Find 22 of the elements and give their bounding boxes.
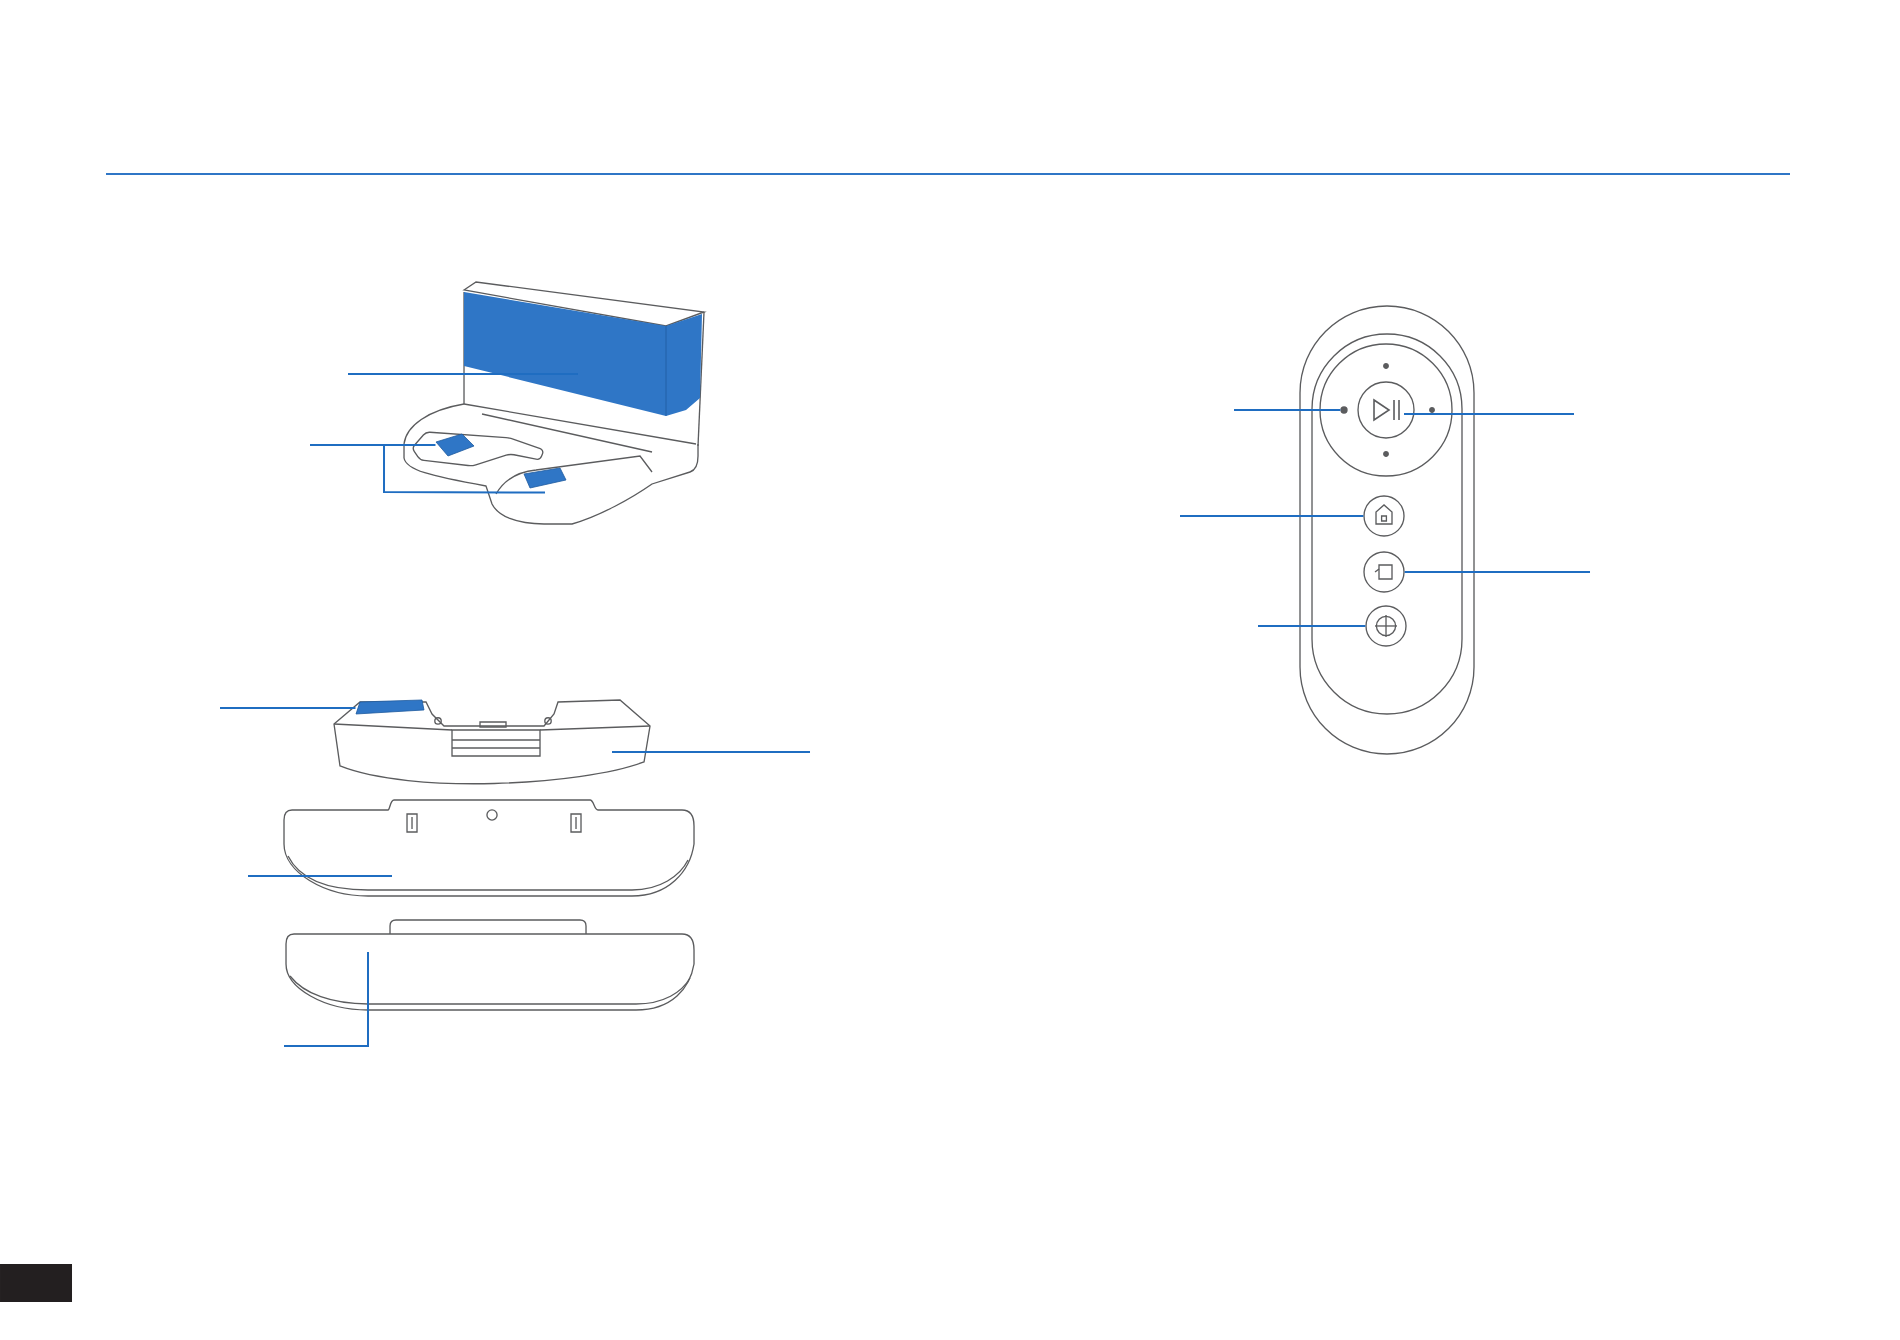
home-button xyxy=(1363,495,1405,537)
leader-line xyxy=(347,373,579,375)
charging-contacts xyxy=(355,699,425,715)
leader-line xyxy=(611,751,811,753)
leader-line xyxy=(247,875,393,877)
indicator-panel xyxy=(464,292,702,417)
leader-line xyxy=(219,707,357,709)
base-plate xyxy=(283,799,695,897)
leader-line xyxy=(283,951,369,1047)
square-button xyxy=(1363,551,1405,593)
leader-line xyxy=(309,444,546,494)
leader-line xyxy=(1179,515,1365,517)
bottom-cover xyxy=(285,919,695,1011)
leader-line xyxy=(1403,413,1575,415)
crosshair-button xyxy=(1365,605,1407,647)
dock-body xyxy=(333,699,651,785)
leader-line xyxy=(1403,571,1591,573)
charging-contact xyxy=(435,433,475,457)
charging-contact xyxy=(523,467,567,489)
play-pause-button xyxy=(1357,381,1415,439)
leader-line xyxy=(1257,625,1367,627)
leader-line xyxy=(1233,409,1342,411)
